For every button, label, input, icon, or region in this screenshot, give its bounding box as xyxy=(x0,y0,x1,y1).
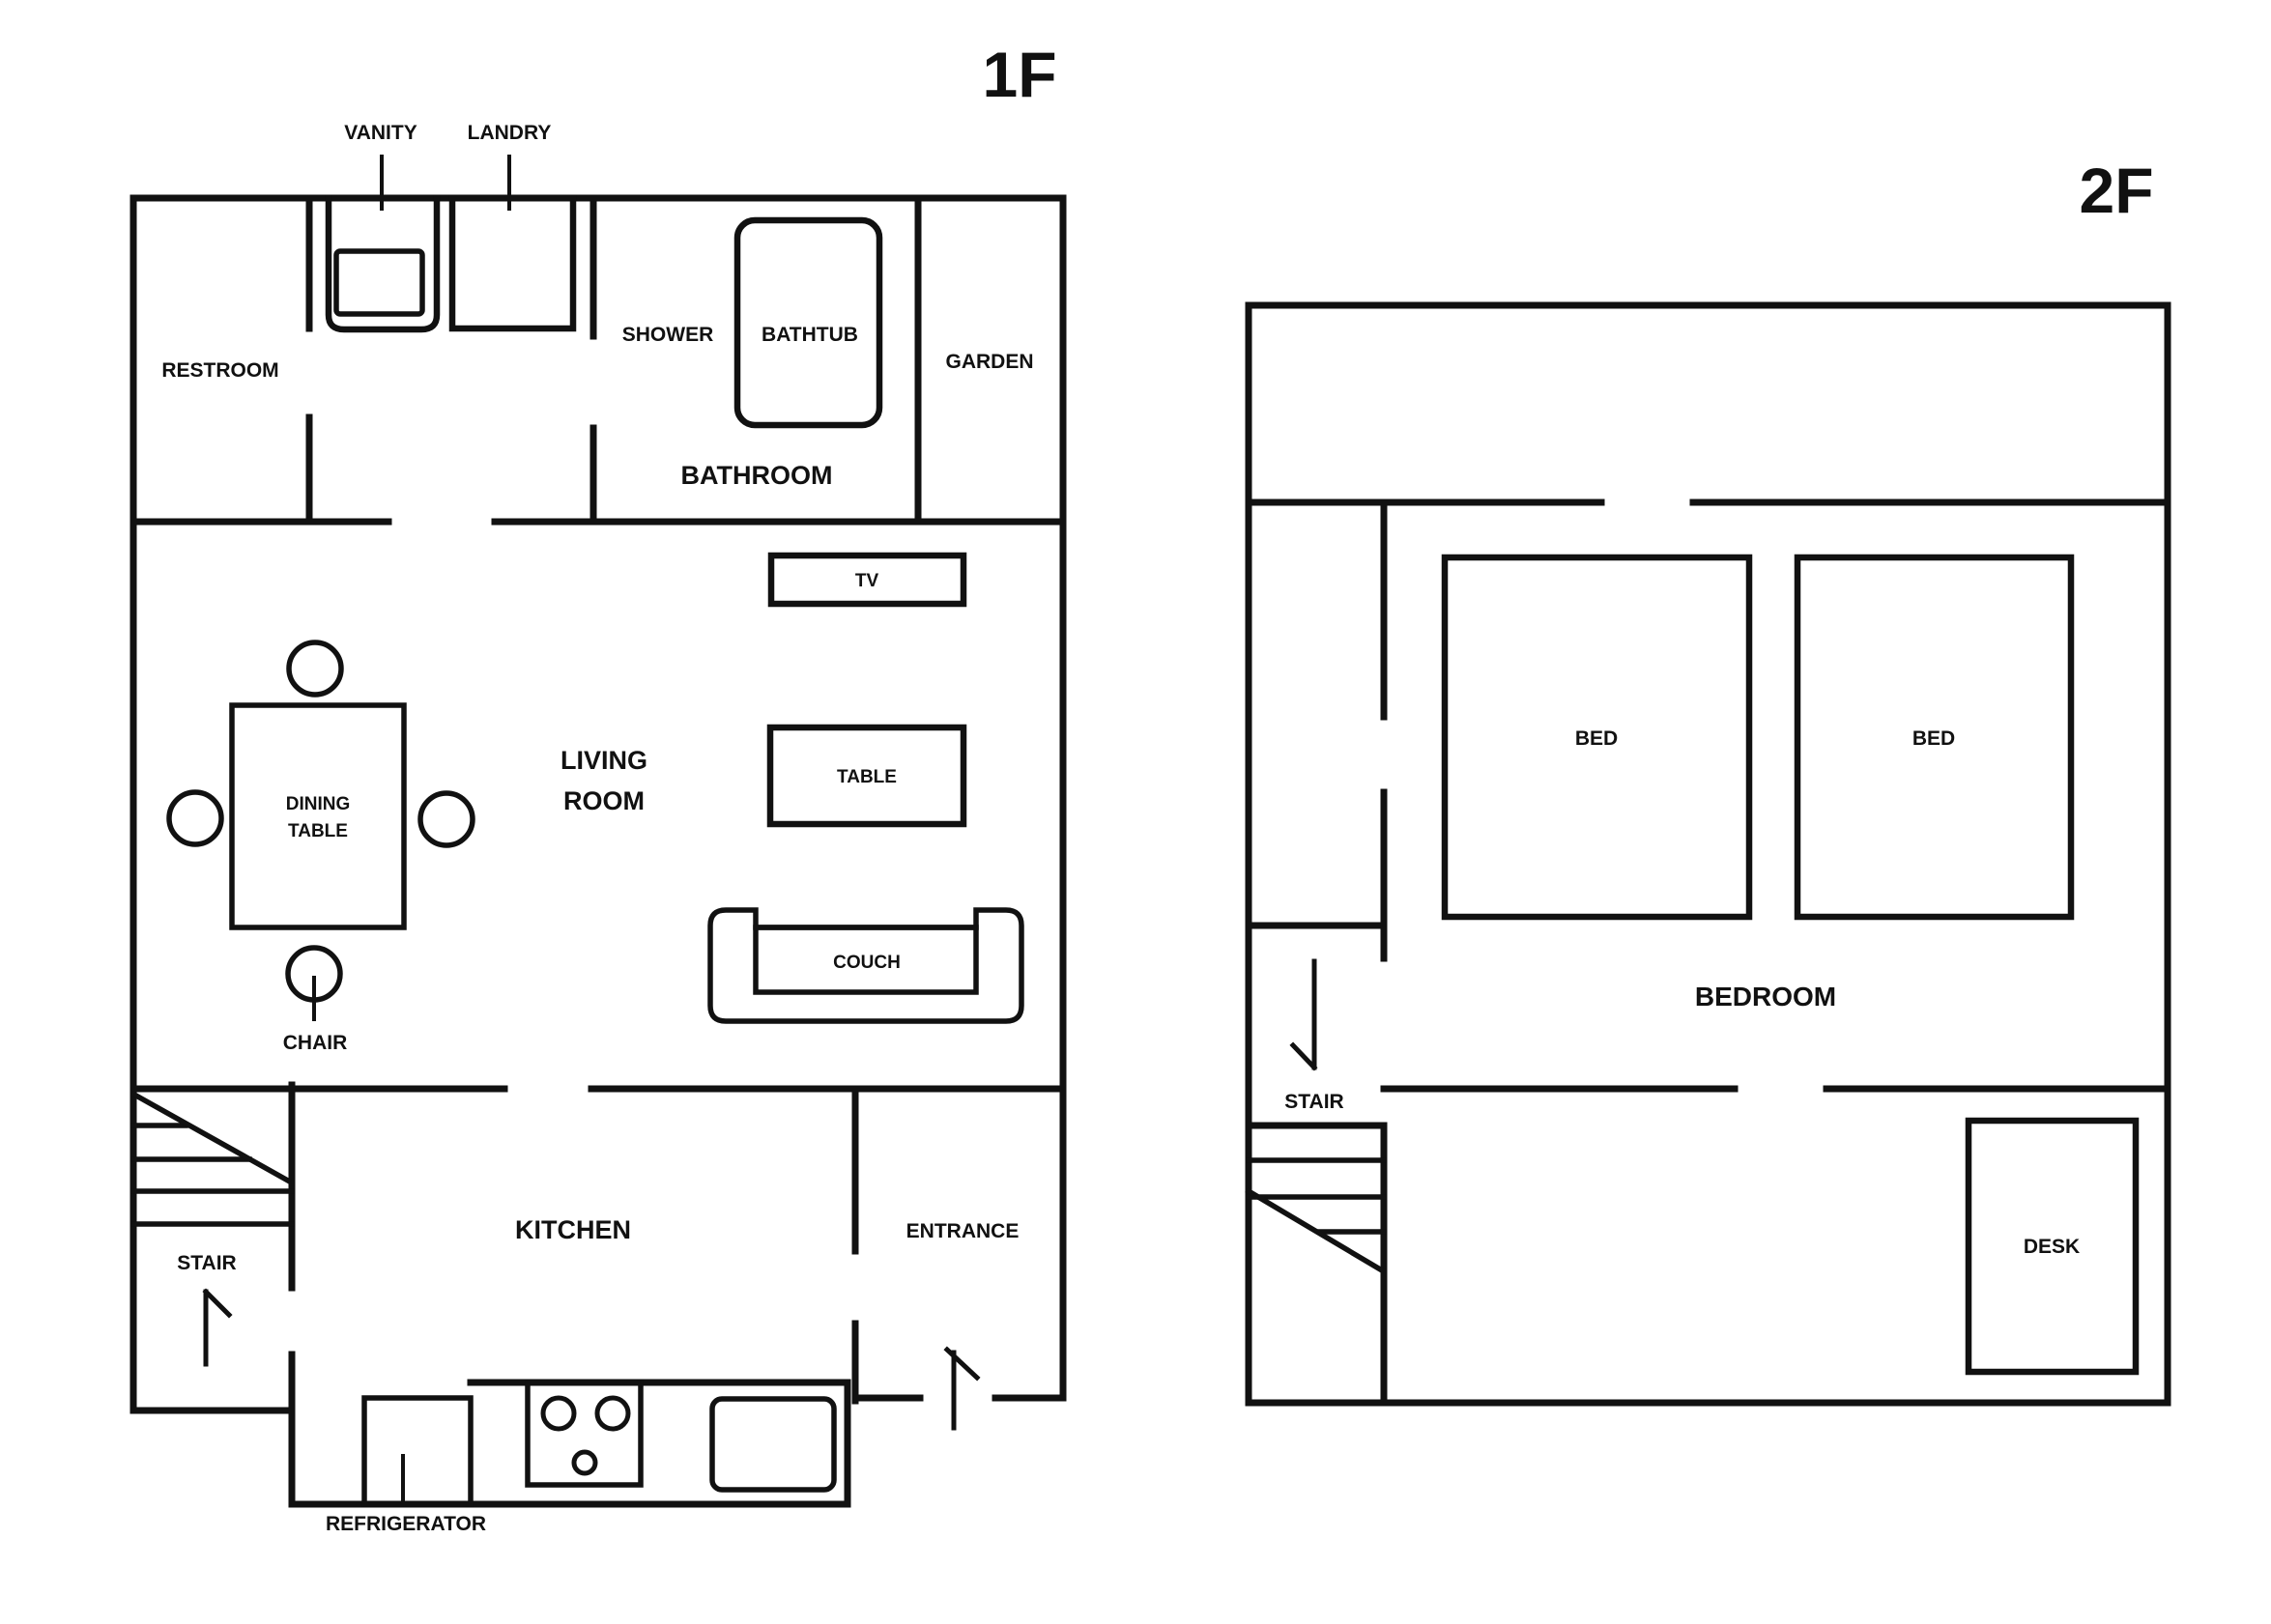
couch-outline xyxy=(707,907,1024,1024)
bed-right xyxy=(1794,554,2075,921)
burner-right-icon xyxy=(594,1395,631,1432)
bed-left xyxy=(1441,554,1753,921)
dining-table xyxy=(229,702,407,930)
label-living-room-line1: LIVING xyxy=(561,746,647,775)
f2-stair-down-arrow-head xyxy=(1289,1041,1318,1071)
floor1-title: 1F xyxy=(982,39,1056,110)
coffee-table xyxy=(766,724,967,828)
label-bathroom: BATHROOM xyxy=(681,461,833,490)
kitchen-sink xyxy=(709,1396,837,1493)
label-bed-left: BED xyxy=(1575,727,1618,750)
label-bedroom: BEDROOM xyxy=(1695,982,1836,1011)
vanity-basin xyxy=(333,248,425,317)
chair-top xyxy=(286,640,344,698)
floor2-title: 2F xyxy=(2079,155,2153,226)
chair-left xyxy=(166,789,224,847)
label-dining-table-line1: DINING xyxy=(286,794,351,814)
floor2-plan: 2F BED BED BEDROOM STAIR DESK xyxy=(1245,155,2171,1407)
label-living-room-line2: ROOM xyxy=(563,786,645,815)
refrigerator-box xyxy=(361,1395,474,1507)
entrance-door-swing xyxy=(943,1346,981,1382)
tv xyxy=(767,552,967,608)
label-bed-right: BED xyxy=(1912,727,1955,750)
landry-box xyxy=(448,194,577,332)
burner-left-icon xyxy=(540,1395,577,1432)
label-f2-stair: STAIR xyxy=(1284,1091,1343,1113)
label-vanity: VANITY xyxy=(344,122,417,144)
label-restroom: RESTROOM xyxy=(161,359,278,382)
floor1-plan: 1F xyxy=(129,39,1067,1535)
bathtub xyxy=(733,216,883,429)
label-shower: SHOWER xyxy=(622,324,714,346)
f1-stair-up-arrow-head xyxy=(202,1288,233,1319)
label-entrance: ENTRANCE xyxy=(906,1220,1020,1242)
couch-seat xyxy=(753,925,979,995)
label-bathtub: BATHTUB xyxy=(762,324,858,346)
label-refrigerator: REFRIGERATOR xyxy=(326,1513,486,1535)
label-landry: LANDRY xyxy=(468,122,552,144)
desk xyxy=(1965,1117,2140,1376)
label-chair: CHAIR xyxy=(283,1032,348,1054)
label-kitchen: KITCHEN xyxy=(515,1215,631,1244)
stove xyxy=(525,1380,644,1488)
label-couch: COUCH xyxy=(833,953,901,973)
label-f1-stair: STAIR xyxy=(177,1252,236,1274)
f1-stair-diagonal xyxy=(130,1091,292,1184)
label-tv: TV xyxy=(855,571,879,591)
label-garden: GARDEN xyxy=(945,351,1033,373)
burner-small-icon xyxy=(571,1449,598,1476)
chair-right xyxy=(417,790,475,848)
vanity-fixture xyxy=(325,194,441,333)
label-table: TABLE xyxy=(837,767,897,787)
label-dining-table-line2: TABLE xyxy=(288,821,348,841)
label-desk: DESK xyxy=(2024,1236,2080,1258)
f2-stair-diagonal xyxy=(1245,1187,1386,1274)
